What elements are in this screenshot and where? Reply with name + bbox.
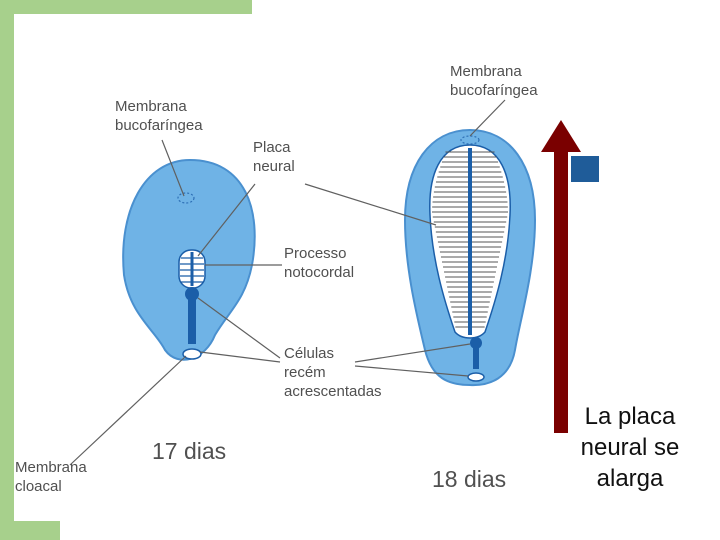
- label-membrana-18-line-2: bucofaríngea: [450, 82, 538, 99]
- leader-membrana-18: [469, 99, 506, 137]
- label-cloacal-line-1: Membrana: [15, 459, 87, 476]
- caption-line-3: alarga: [596, 465, 664, 493]
- embryo-17-streak: [188, 294, 196, 344]
- label-membrana-18-line-1: Membrana: [450, 63, 522, 80]
- label-placa-line-1: Placa: [253, 139, 291, 156]
- frame-bottom-bar: [0, 521, 60, 540]
- leader-placa-18: [304, 183, 437, 226]
- label-celulas-line-2: recém: [284, 364, 326, 381]
- label-day-17: 17 dias: [152, 438, 226, 464]
- leader-placa-17: [197, 183, 256, 257]
- embryo-18-membrane-oral: [460, 135, 480, 145]
- leader-celulas-3: [354, 343, 471, 363]
- arrow-head: [541, 120, 581, 152]
- leader-celulas-2: [199, 351, 281, 363]
- embryo-17-days: [122, 158, 256, 361]
- label-processo-line-1: Processo: [284, 245, 347, 262]
- label-processo-line-2: notocordal: [284, 264, 354, 281]
- label-celulas-line-1: Células: [284, 345, 334, 362]
- arrow-shaft: [554, 150, 568, 433]
- label-cloacal-line-2: cloacal: [15, 478, 62, 495]
- label-placa-neural: Placa neural: [253, 139, 295, 175]
- leader-lines: [69, 99, 506, 466]
- embryo-17-cloacal: [182, 348, 202, 360]
- up-arrow-icon: [541, 120, 581, 433]
- label-membrana-17-line-1: Membrana: [115, 98, 187, 115]
- caption-line-1: La placa: [584, 403, 676, 430]
- label-membrana-cloacal: Membrana cloacal: [15, 459, 91, 495]
- label-membrana-bucofaringea-17: Membrana bucofaríngea: [115, 98, 203, 134]
- label-celulas-line-3: acrescentadas: [284, 383, 382, 400]
- leader-membrana-17: [161, 139, 185, 197]
- embryo-18-days: [403, 128, 537, 387]
- embryo-18-streak: [473, 343, 479, 369]
- label-placa-line-2: neural: [253, 158, 295, 175]
- embryo-17-membrane-oral: [177, 192, 195, 204]
- label-processo-notocordal: Processo notocordal: [284, 245, 354, 281]
- label-membrana-bucofaringea-18: Membrana bucofaríngea: [450, 63, 538, 99]
- square-icon: [571, 156, 599, 182]
- label-membrana-17-line-2: bucofaríngea: [115, 117, 203, 134]
- caption-line-2: neural se: [580, 434, 680, 462]
- label-celulas: Células recém acrescentadas: [284, 345, 382, 400]
- leader-celulas-1: [197, 297, 281, 359]
- frame-left-bar: [0, 0, 14, 540]
- frame-top-bar: [0, 0, 252, 14]
- leader-cloacal: [69, 355, 187, 466]
- label-day-18: 18 dias: [432, 466, 506, 492]
- caption: La placa neural se alarga: [560, 401, 700, 495]
- leader-celulas-4: [354, 365, 469, 377]
- embryo-18-cloacal: [467, 372, 485, 382]
